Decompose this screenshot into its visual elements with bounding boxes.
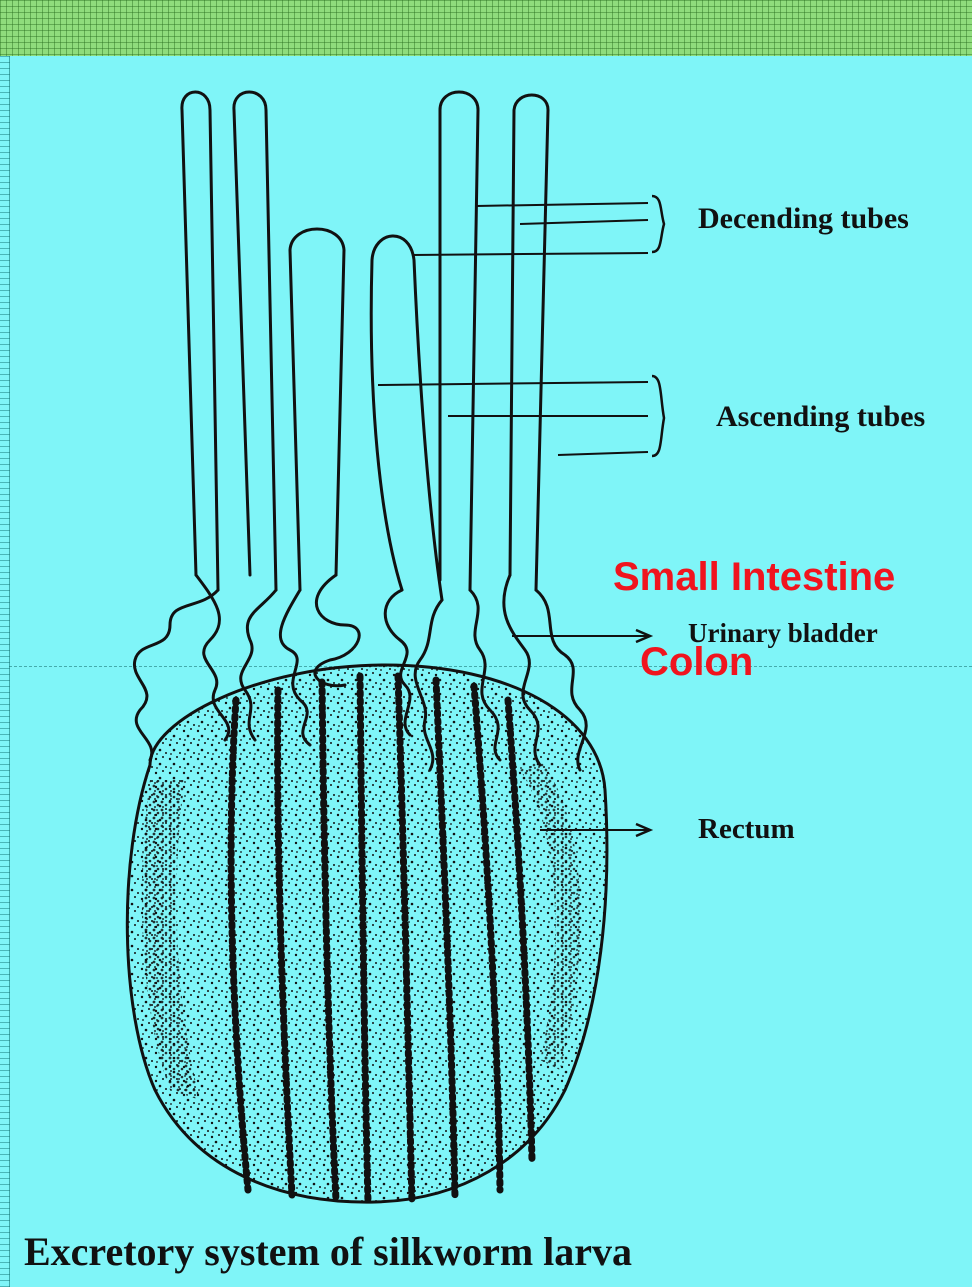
label-ascending-tubes: Ascending tubes — [716, 400, 925, 434]
label-colon: Colon — [640, 640, 753, 685]
label-small-intestine: Small Intestine — [613, 555, 895, 600]
label-descending-tubes: Decending tubes — [698, 202, 909, 236]
label-rectum: Rectum — [698, 813, 795, 846]
figure-caption: Excretory system of silkworm larva — [24, 1228, 632, 1275]
